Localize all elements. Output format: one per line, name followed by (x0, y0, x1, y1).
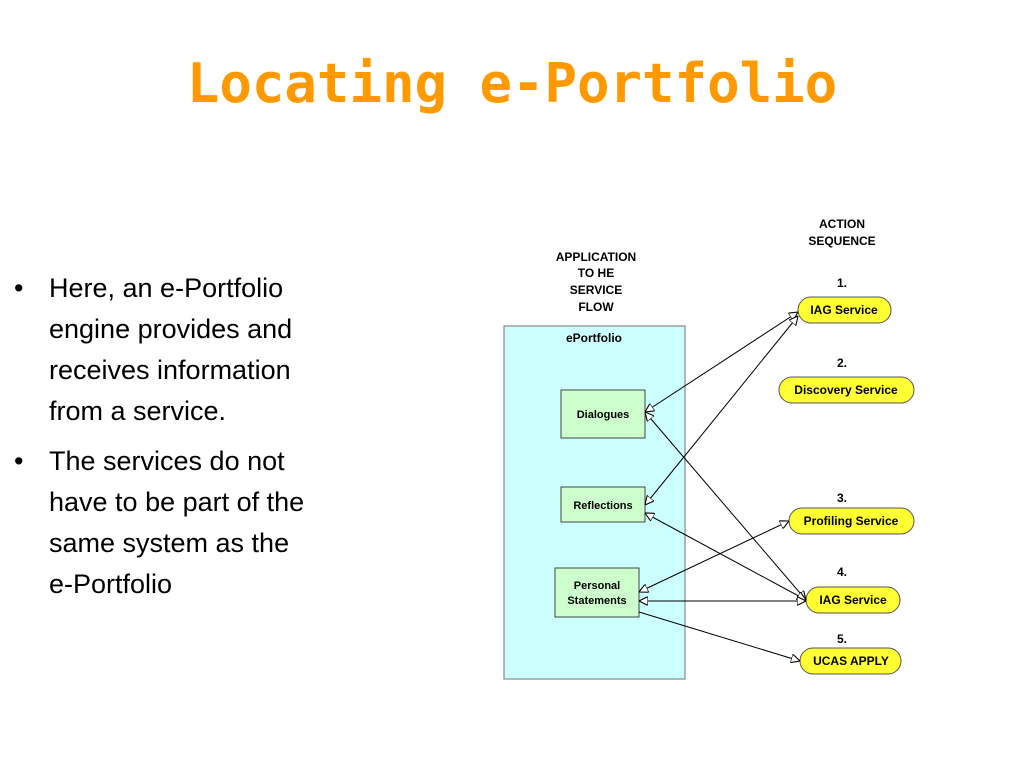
arrow-personal-to-ucas (638, 611, 800, 661)
step-number: 1. (837, 276, 847, 290)
dialogues-label: Dialogues (577, 409, 630, 421)
action-sequence-heading: ACTION SEQUENCE (808, 217, 875, 248)
page-title: Locating e-Portfolio (186, 52, 838, 115)
bullet-line: receives information (49, 355, 291, 385)
heading-line: APPLICATION (556, 250, 636, 264)
step-label: Profiling Service (804, 514, 899, 528)
step-number: 2. (837, 356, 847, 370)
step-label: IAG Service (810, 303, 878, 317)
bullet-line: same system as the (49, 528, 290, 558)
heading-line: FLOW (578, 300, 614, 314)
bullet-item: • The services do not have to be part of… (14, 441, 394, 605)
step-number: 5. (837, 632, 847, 646)
personal-statements-box[interactable] (554, 567, 640, 618)
dialogues-box[interactable] (560, 389, 646, 439)
heading-line: SERVICE (570, 283, 622, 297)
personal-statements-label: Statements (567, 595, 626, 607)
arrow-personal-to-profiling (639, 521, 789, 592)
bullet-line: Here, an e-Portfolio (49, 273, 284, 303)
bullet-line: engine provides and (49, 314, 293, 344)
bullet-dot: • (14, 446, 24, 476)
bullet-line: e-Portfolio (49, 569, 173, 599)
step-label: IAG Service (819, 593, 887, 607)
personal-statements-label: Personal (574, 580, 620, 592)
reflections-box[interactable] (560, 486, 646, 523)
app-flow-heading: APPLICATION TO HE SERVICE FLOW (556, 250, 636, 314)
heading-line: SEQUENCE (808, 234, 875, 248)
step-1-iag-service-pill[interactable] (797, 296, 892, 324)
step-label: UCAS APPLY (813, 654, 889, 668)
step-number: 4. (837, 565, 847, 579)
bullet-dot: • (14, 273, 24, 303)
bullet-line: The services do not (49, 446, 285, 476)
eportfolio-label: ePortfolio (566, 331, 622, 345)
heading-line: ACTION (819, 217, 865, 231)
bullet-list: • Here, an e-Portfolio engine provides a… (14, 268, 394, 614)
bullet-line: have to be part of the (49, 487, 305, 517)
bullet-item: • Here, an e-Portfolio engine provides a… (14, 268, 394, 432)
heading-line: TO HE (578, 266, 614, 280)
bullet-line: from a service. (49, 396, 227, 426)
step-number: 3. (837, 491, 847, 505)
reflections-label: Reflections (573, 500, 632, 512)
step-label: Discovery Service (794, 383, 898, 397)
